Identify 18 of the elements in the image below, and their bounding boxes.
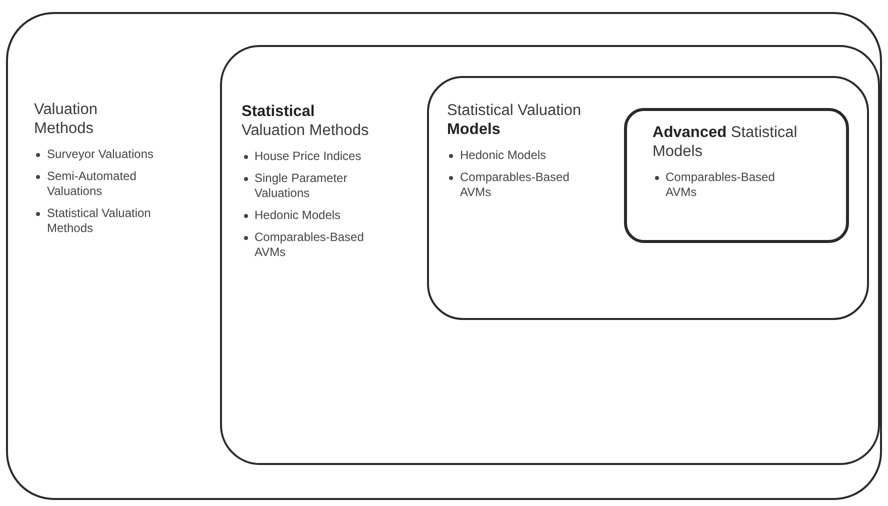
- rounded-box: [6, 12, 882, 500]
- list-item: Statistical Valuation Methods: [47, 206, 152, 236]
- section-heading: Valuation Methods: [34, 100, 98, 138]
- list-item: Single Parameter Valuations: [254, 170, 348, 200]
- rounded-box: [624, 108, 848, 242]
- rounded-box: [427, 76, 869, 320]
- list-item: Comparables-Based AVMs: [460, 170, 570, 200]
- rounded-box: [220, 44, 880, 464]
- section-heading: Advanced Statistical Models: [652, 122, 798, 160]
- section-heading: Statistical Valuation Methods: [242, 102, 370, 140]
- list-item: Hedonic Models: [460, 148, 548, 163]
- list-item: Hedonic Models: [254, 208, 342, 222]
- list-item: Surveyor Valuations: [47, 147, 154, 162]
- list-item: Comparables-Based AVMs: [666, 170, 776, 200]
- list-item: House Price Indices: [254, 148, 362, 164]
- section-heading: Statistical Valuation Models: [447, 101, 582, 139]
- list-item: Comparables-Based AVMs: [254, 230, 365, 260]
- list-item: Semi-Automated Valuations: [47, 169, 138, 199]
